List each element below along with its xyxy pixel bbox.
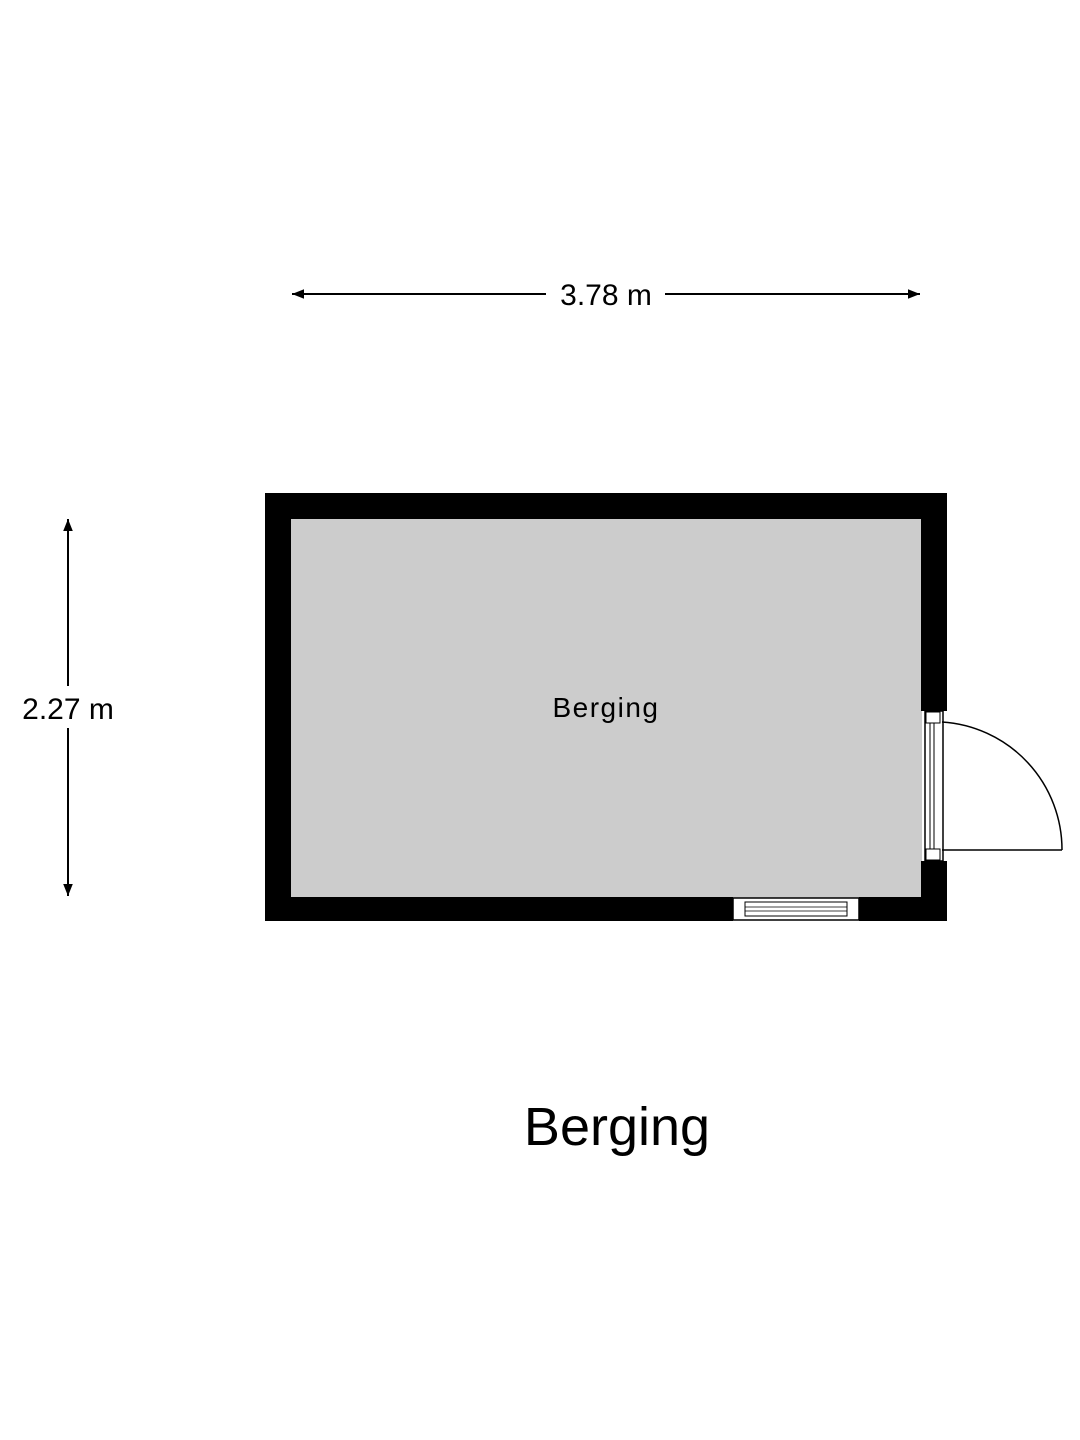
room: Berging [265,493,1063,921]
window [732,897,860,921]
wall-top [265,493,947,519]
wall-left [265,493,291,921]
width-dimension-label: 3.78 m [560,279,652,312]
room-floor [290,518,922,898]
wall-bottom-left [265,897,733,921]
door-swing-arc [941,721,1063,851]
height-dimension-label: 2.27 m [22,693,114,726]
plan-title: Berging [524,1097,710,1157]
door [924,710,1063,862]
height-dimension: 2.27 m [22,519,114,896]
wall-bottom-right [859,897,947,921]
wall-right-upper [921,493,947,711]
width-dimension: 3.78 m [292,279,920,312]
room-label: Berging [552,692,659,723]
